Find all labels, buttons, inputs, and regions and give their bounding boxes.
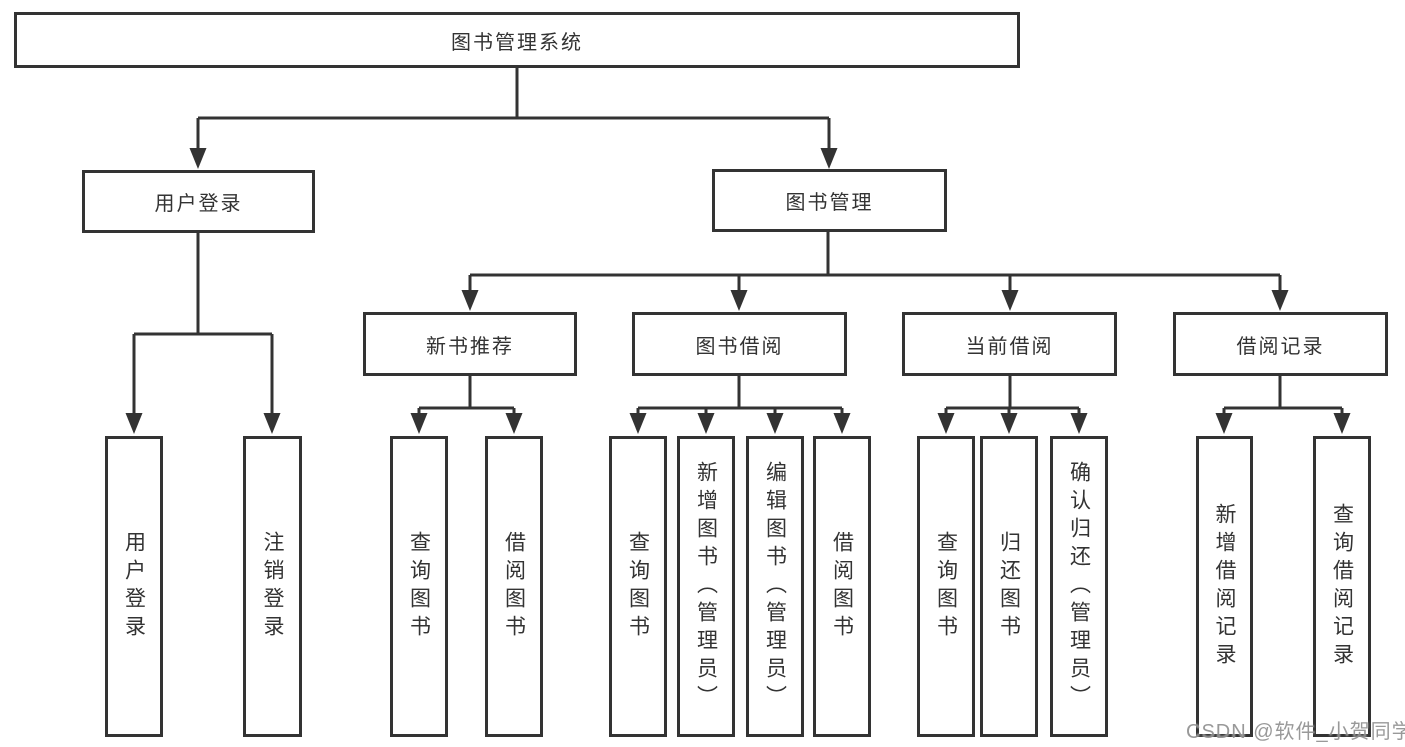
node-current-borrow: 当前借阅 xyxy=(902,312,1117,376)
leaf-query-books-3: 查询图书 xyxy=(917,436,975,737)
leaf-add-borrow-record: 新增借阅记录 xyxy=(1196,436,1253,737)
leaf-confirm-return-admin: 确认归还（管理员） xyxy=(1050,436,1108,737)
leaf-return-book: 归还图书 xyxy=(980,436,1038,737)
node-borrow-records-label: 借阅记录 xyxy=(1236,335,1325,358)
leaf-confirm-return-admin-label: 确认归还（管理员） xyxy=(1067,460,1091,713)
node-book-borrow-label: 图书借阅 xyxy=(695,335,784,358)
leaf-logout-label: 注销登录 xyxy=(261,530,285,643)
node-book-borrow: 图书借阅 xyxy=(632,312,847,376)
node-current-borrow-label: 当前借阅 xyxy=(965,335,1054,358)
node-root-label: 图书管理系统 xyxy=(451,31,583,54)
leaf-query-books-2: 查询图书 xyxy=(609,436,667,737)
node-user-login-label: 用户登录 xyxy=(154,193,243,215)
leaf-add-borrow-record-label: 新增借阅记录 xyxy=(1213,502,1237,671)
leaf-borrow-books-1: 借阅图书 xyxy=(485,436,543,737)
leaf-query-borrow-record: 查询借阅记录 xyxy=(1313,436,1371,737)
leaf-add-book-admin-label: 新增图书（管理员） xyxy=(694,460,718,713)
connector-user-login xyxy=(132,233,274,414)
node-new-book-recommend-label: 新书推荐 xyxy=(426,335,514,358)
node-book-management-label: 图书管理 xyxy=(785,192,874,214)
connector-current-borrow xyxy=(944,376,1081,414)
connector-borrow-records xyxy=(1222,376,1344,414)
node-book-management: 图书管理 xyxy=(712,169,947,232)
leaf-return-book-label: 归还图书 xyxy=(997,530,1021,643)
node-borrow-records: 借阅记录 xyxy=(1173,312,1388,376)
leaf-add-book-admin: 新增图书（管理员） xyxy=(677,436,735,737)
connector-new-book xyxy=(417,376,516,414)
node-root: 图书管理系统 xyxy=(14,12,1020,68)
connector-root xyxy=(196,68,831,149)
leaf-query-books-3-label: 查询图书 xyxy=(934,530,958,643)
leaf-query-books-1: 查询图书 xyxy=(390,436,448,737)
leaf-borrow-books-2-label: 借阅图书 xyxy=(830,530,854,643)
connector-book-borrow xyxy=(636,376,844,414)
leaf-edit-book-admin-label: 编辑图书（管理员） xyxy=(763,460,787,713)
leaf-logout: 注销登录 xyxy=(243,436,302,737)
watermark: CSDN @软件_小贺同学 xyxy=(1186,721,1405,743)
leaf-query-books-1-label: 查询图书 xyxy=(407,530,431,643)
leaf-user-login-label: 用户登录 xyxy=(122,530,146,643)
node-new-book-recommend: 新书推荐 xyxy=(363,312,577,376)
leaf-query-books-2-label: 查询图书 xyxy=(626,530,650,643)
arrowheads xyxy=(125,148,1351,434)
leaf-edit-book-admin: 编辑图书（管理员） xyxy=(746,436,804,737)
leaf-borrow-books-2: 借阅图书 xyxy=(813,436,871,737)
leaf-user-login: 用户登录 xyxy=(105,436,163,737)
node-user-login: 用户登录 xyxy=(82,170,315,233)
leaf-borrow-books-1-label: 借阅图书 xyxy=(502,530,526,643)
leaf-query-borrow-record-label: 查询借阅记录 xyxy=(1330,502,1354,671)
connector-book-management xyxy=(468,232,1282,291)
